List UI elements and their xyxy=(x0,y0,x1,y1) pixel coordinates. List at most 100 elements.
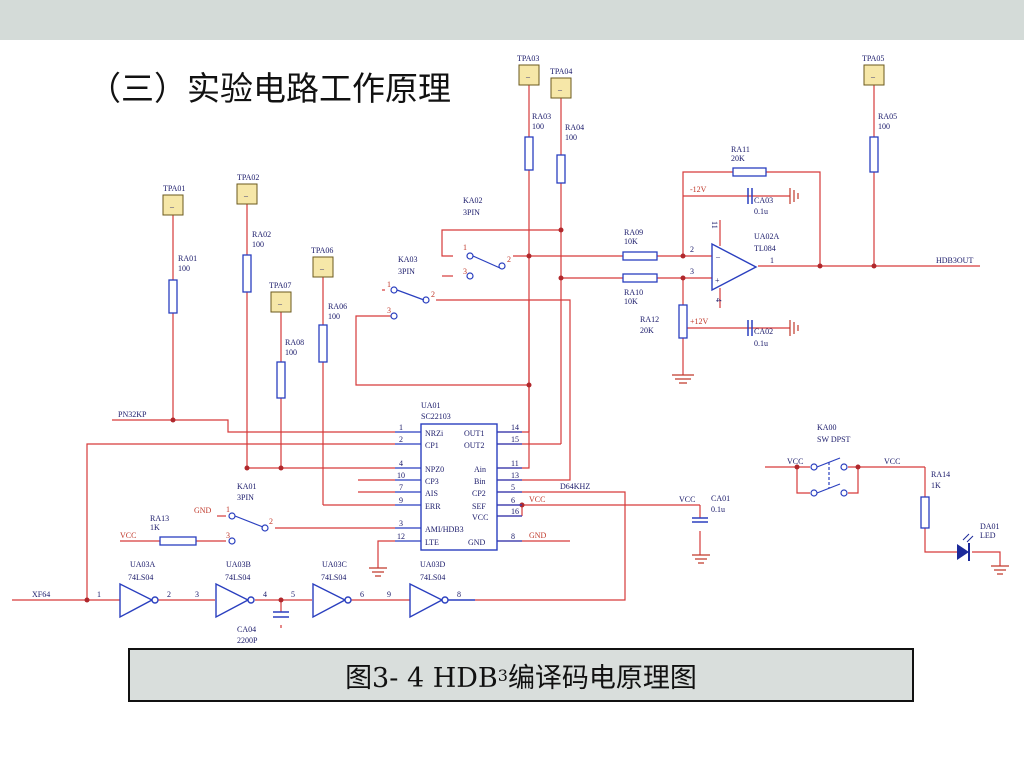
resistor-ra04 xyxy=(556,154,566,184)
svg-text:1K: 1K xyxy=(931,481,941,490)
svg-text:RA13: RA13 xyxy=(150,514,169,523)
svg-text:2: 2 xyxy=(431,290,435,299)
svg-text:3: 3 xyxy=(463,267,467,276)
svg-text:74LS04: 74LS04 xyxy=(128,573,153,582)
svg-text:15: 15 xyxy=(511,435,519,444)
svg-text:100: 100 xyxy=(565,133,577,142)
led-da01: DA01 LED xyxy=(957,522,1000,561)
svg-text:4: 4 xyxy=(399,459,403,468)
svg-text:CP2: CP2 xyxy=(472,489,486,498)
resistor-ra01 xyxy=(168,279,178,314)
resistor-ra13 xyxy=(159,536,197,546)
svg-text:AIS: AIS xyxy=(425,489,438,498)
svg-text:RA02: RA02 xyxy=(252,230,271,239)
svg-text:RA08: RA08 xyxy=(285,338,304,347)
svg-text:1: 1 xyxy=(226,505,230,514)
svg-text:3: 3 xyxy=(226,531,230,540)
svg-text:1: 1 xyxy=(463,243,467,252)
svg-text:3: 3 xyxy=(399,519,403,528)
svg-text:XF64: XF64 xyxy=(32,590,50,599)
wires xyxy=(12,85,1001,628)
ground-symbols xyxy=(369,188,1009,577)
svg-text:3PIN: 3PIN xyxy=(463,208,480,217)
svg-text:VCC: VCC xyxy=(679,495,695,504)
svg-text:GND: GND xyxy=(529,531,547,540)
svg-text:CA04: CA04 xyxy=(237,625,256,634)
svg-text:VCC: VCC xyxy=(120,531,136,540)
testpoint-tpa05: TPA05– xyxy=(862,54,885,86)
svg-text:100: 100 xyxy=(178,264,190,273)
svg-text:OUT1: OUT1 xyxy=(464,429,484,438)
ic-pin-lines xyxy=(395,431,522,542)
svg-text:9: 9 xyxy=(387,590,391,599)
svg-text:0.1u: 0.1u xyxy=(754,207,768,216)
svg-text:KA01: KA01 xyxy=(237,482,257,491)
svg-text:CA03: CA03 xyxy=(754,196,773,205)
svg-text:RA11: RA11 xyxy=(731,145,750,154)
svg-text:100: 100 xyxy=(252,240,264,249)
svg-text:2: 2 xyxy=(167,590,171,599)
svg-text:10K: 10K xyxy=(624,297,638,306)
svg-text:CA01: CA01 xyxy=(711,494,730,503)
svg-text:VCC: VCC xyxy=(884,457,900,466)
testpoint-tpa06: TPA06– xyxy=(311,246,334,278)
svg-text:SW DPST: SW DPST xyxy=(817,435,851,444)
svg-text:3: 3 xyxy=(195,590,199,599)
svg-text:DA01: DA01 xyxy=(980,522,1000,531)
svg-text:SEF: SEF xyxy=(472,502,486,511)
svg-text:OUT2: OUT2 xyxy=(464,441,484,450)
svg-text:VCC: VCC xyxy=(787,457,803,466)
svg-text:RA05: RA05 xyxy=(878,112,897,121)
svg-text:–: – xyxy=(715,252,721,261)
svg-text:2: 2 xyxy=(399,435,403,444)
switches xyxy=(228,252,848,545)
resistor-ra08 xyxy=(276,361,286,399)
svg-text:–: – xyxy=(557,85,563,94)
svg-text:RA10: RA10 xyxy=(624,288,643,297)
svg-text:2200P: 2200P xyxy=(237,636,258,645)
svg-text:RA01: RA01 xyxy=(178,254,197,263)
svg-text:4: 4 xyxy=(714,298,723,302)
svg-text:TL084: TL084 xyxy=(754,244,776,253)
opamp-ua02a: –+ UA02A TL084 2 3 1 11 4 xyxy=(690,221,780,302)
svg-text:7: 7 xyxy=(399,483,403,492)
svg-text:CA02: CA02 xyxy=(754,327,773,336)
svg-text:UA01: UA01 xyxy=(421,401,441,410)
svg-text:UA03B: UA03B xyxy=(226,560,251,569)
svg-text:-12V: -12V xyxy=(690,185,707,194)
resistor-ra05 xyxy=(869,136,879,173)
svg-text:11: 11 xyxy=(511,459,519,468)
svg-text:TPA01: TPA01 xyxy=(163,184,185,193)
svg-text:VCC: VCC xyxy=(472,513,488,522)
svg-text:LTE: LTE xyxy=(425,538,439,547)
svg-text:4: 4 xyxy=(263,590,267,599)
svg-text:10K: 10K xyxy=(624,237,638,246)
svg-text:1: 1 xyxy=(770,256,774,265)
net-labels: PN32KP XF64 HDB3OUT D64KHZ VCC VCC VCC G… xyxy=(32,185,973,599)
svg-text:6: 6 xyxy=(511,496,515,505)
testpoint-tpa01: TPA01– xyxy=(162,184,185,216)
svg-text:VCC: VCC xyxy=(529,495,545,504)
resistor-ra12 xyxy=(678,304,688,339)
svg-text:6: 6 xyxy=(360,590,364,599)
svg-text:TPA07: TPA07 xyxy=(269,281,291,290)
resistor-ra02 xyxy=(242,254,252,293)
svg-text:Bin: Bin xyxy=(474,477,486,486)
svg-text:GND: GND xyxy=(468,538,486,547)
svg-text:TPA02: TPA02 xyxy=(237,173,259,182)
svg-text:–: – xyxy=(870,72,876,81)
inverters xyxy=(119,582,475,619)
svg-text:20K: 20K xyxy=(640,326,654,335)
svg-text:LED: LED xyxy=(980,531,996,540)
svg-text:1: 1 xyxy=(387,280,391,289)
svg-text:RA14: RA14 xyxy=(931,470,950,479)
svg-text:RA03: RA03 xyxy=(532,112,551,121)
svg-text:PN32KP: PN32KP xyxy=(118,410,147,419)
svg-text:1K: 1K xyxy=(150,523,160,532)
svg-text:14: 14 xyxy=(511,423,519,432)
svg-text:2: 2 xyxy=(507,255,511,264)
resistor-ra11 xyxy=(732,167,767,177)
